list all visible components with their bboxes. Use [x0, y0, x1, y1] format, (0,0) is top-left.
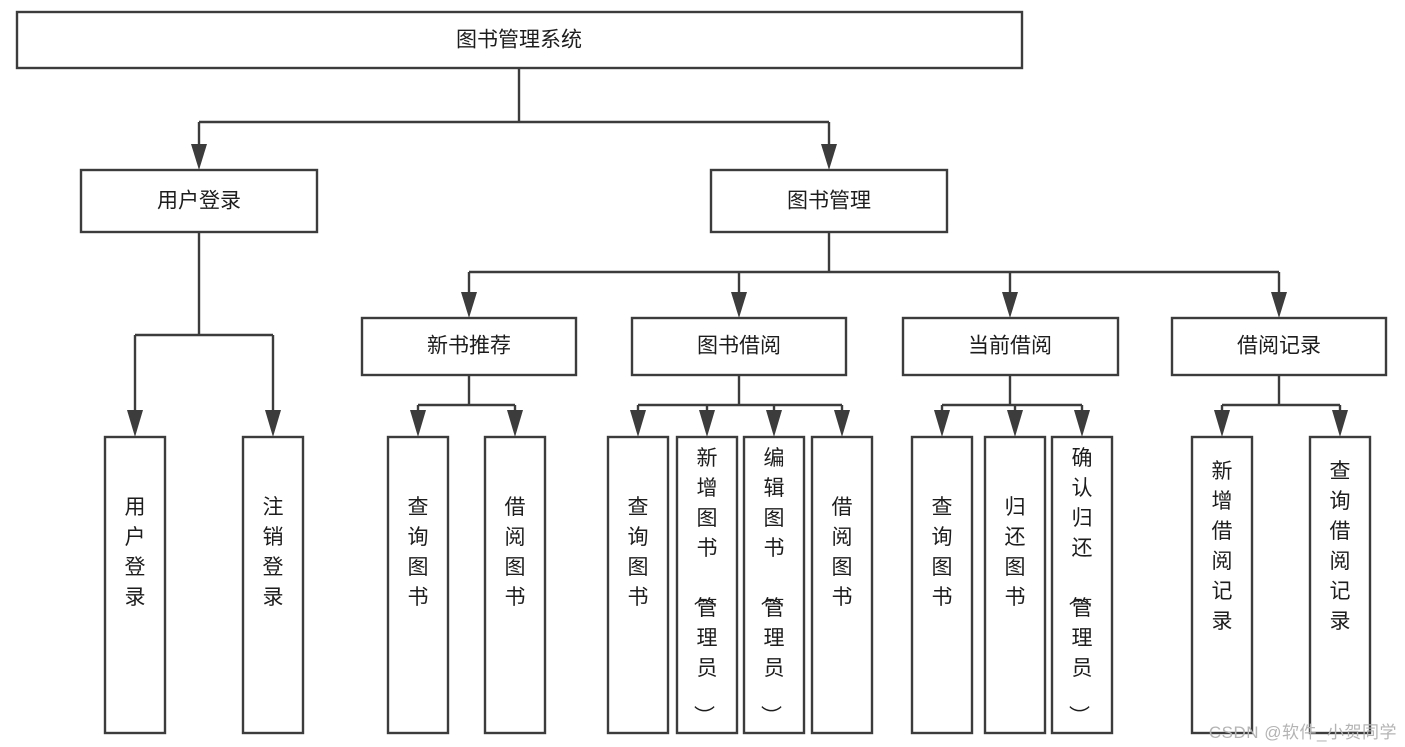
node-book-borrow-label: 图书借阅 [697, 335, 781, 358]
node-leaf-query-book-3[interactable]: 查询图书 [910, 435, 974, 735]
arrow-to-borrow-record [1271, 292, 1287, 318]
arrow-to-book-borrow [731, 292, 747, 318]
arrow-to-new-book-recommend [461, 292, 477, 318]
arrow-to-leaf-query-book-1 [410, 410, 426, 437]
node-leaf-borrow-book-2-box[interactable] [810, 435, 874, 735]
node-leaf-add-borrow-record-label: 新增借阅记录 [1212, 460, 1233, 633]
connector-layer [127, 68, 1348, 437]
node-leaf-query-book-1-label: 查询图书 [408, 496, 429, 609]
node-leaf-add-book[interactable]: 新增图书（管理员） [675, 435, 739, 735]
node-leaf-query-borrow-record[interactable]: 查询借阅记录 [1308, 435, 1372, 735]
node-leaf-add-book-box[interactable] [675, 435, 739, 735]
node-user-login[interactable]: 用户登录 [79, 168, 319, 234]
node-book-manage-box[interactable] [709, 168, 949, 234]
node-new-book-recommend[interactable]: 新书推荐 [360, 316, 578, 377]
node-user-login-box[interactable] [79, 168, 319, 234]
arrow-to-leaf-add-book [699, 410, 715, 437]
arrow-to-leaf-return-book [1007, 410, 1023, 437]
arrow-to-leaf-user-login [127, 410, 143, 437]
node-leaf-confirm-return-label: 确认归还（管理员） [1067, 447, 1093, 726]
node-leaf-return-book[interactable]: 归还图书 [983, 435, 1047, 735]
node-leaf-borrow-book-1-box[interactable] [483, 435, 547, 735]
node-new-book-recommend-box[interactable] [360, 316, 578, 377]
node-leaf-query-book-3-box[interactable] [910, 435, 974, 735]
node-leaf-borrow-book-1-label: 借阅图书 [505, 496, 526, 609]
arrow-to-leaf-borrow-book-2 [834, 410, 850, 437]
arrow-to-leaf-add-borrow-record [1214, 410, 1230, 437]
node-root-box[interactable] [15, 10, 1024, 70]
arrow-to-current-borrow [1002, 292, 1018, 318]
node-leaf-query-book-2-box[interactable] [606, 435, 670, 735]
node-leaf-borrow-book-2-label: 借阅图书 [832, 496, 853, 609]
csdn-watermark: CSDN @软件_小贺同学 [1208, 723, 1397, 742]
node-leaf-query-book-2[interactable]: 查询图书 [606, 435, 670, 735]
node-current-borrow-label: 当前借阅 [968, 335, 1052, 358]
node-book-manage[interactable]: 图书管理 [709, 168, 949, 234]
node-root[interactable]: 图书管理系统 [15, 10, 1024, 70]
arrow-to-leaf-confirm-return [1074, 410, 1090, 437]
node-root-label: 图书管理系统 [456, 29, 582, 52]
arrow-to-leaf-query-borrow-record [1332, 410, 1348, 437]
node-leaf-query-borrow-record-label: 查询借阅记录 [1330, 460, 1351, 633]
node-leaf-query-book-2-label: 查询图书 [628, 496, 649, 609]
node-leaf-return-book-label: 归还图书 [1005, 496, 1026, 609]
arrow-to-book-manage [821, 144, 837, 170]
node-leaf-user-login[interactable]: 用户登录 [103, 435, 167, 735]
node-leaf-query-book-3-label: 查询图书 [932, 496, 953, 609]
node-leaf-user-logout-box[interactable] [241, 435, 305, 735]
node-leaf-user-login-box[interactable] [103, 435, 167, 735]
node-leaf-add-book-label: 新增图书（管理员） [692, 447, 718, 726]
arrow-to-leaf-edit-book [766, 410, 782, 437]
node-book-borrow[interactable]: 图书借阅 [630, 316, 848, 377]
node-leaf-borrow-book-2[interactable]: 借阅图书 [810, 435, 874, 735]
node-leaf-query-book-1[interactable]: 查询图书 [386, 435, 450, 735]
node-leaf-confirm-return-box[interactable] [1050, 435, 1114, 735]
node-leaf-confirm-return[interactable]: 确认归还（管理员） [1050, 435, 1114, 735]
node-leaf-return-book-box[interactable] [983, 435, 1047, 735]
node-leaf-add-borrow-record[interactable]: 新增借阅记录 [1190, 435, 1254, 735]
arrow-to-leaf-borrow-book-1 [507, 410, 523, 437]
arrow-to-user-login [191, 144, 207, 170]
node-leaf-add-borrow-record-box[interactable] [1190, 435, 1254, 735]
node-leaf-edit-book[interactable]: 编辑图书（管理员） [742, 435, 806, 735]
node-leaf-borrow-book-1[interactable]: 借阅图书 [483, 435, 547, 735]
node-leaf-query-borrow-record-box[interactable] [1308, 435, 1372, 735]
node-current-borrow[interactable]: 当前借阅 [901, 316, 1120, 377]
node-leaf-edit-book-box[interactable] [742, 435, 806, 735]
node-leaf-user-logout[interactable]: 注销登录 [241, 435, 305, 735]
node-borrow-record[interactable]: 借阅记录 [1170, 316, 1388, 377]
node-book-manage-label: 图书管理 [787, 190, 871, 213]
node-leaf-user-logout-label: 注销登录 [263, 496, 284, 609]
arrow-to-leaf-query-book-3 [934, 410, 950, 437]
node-borrow-record-box[interactable] [1170, 316, 1388, 377]
node-leaf-user-login-label: 用户登录 [125, 496, 146, 609]
node-borrow-record-label: 借阅记录 [1237, 335, 1321, 358]
arrow-to-leaf-user-logout [265, 410, 281, 437]
node-leaf-edit-book-label: 编辑图书（管理员） [759, 447, 785, 726]
node-current-borrow-box[interactable] [901, 316, 1120, 377]
node-leaf-query-book-1-box[interactable] [386, 435, 450, 735]
node-user-login-label: 用户登录 [157, 190, 241, 213]
node-book-borrow-box[interactable] [630, 316, 848, 377]
arrow-to-leaf-query-book-2 [630, 410, 646, 437]
node-new-book-recommend-label: 新书推荐 [427, 335, 511, 358]
